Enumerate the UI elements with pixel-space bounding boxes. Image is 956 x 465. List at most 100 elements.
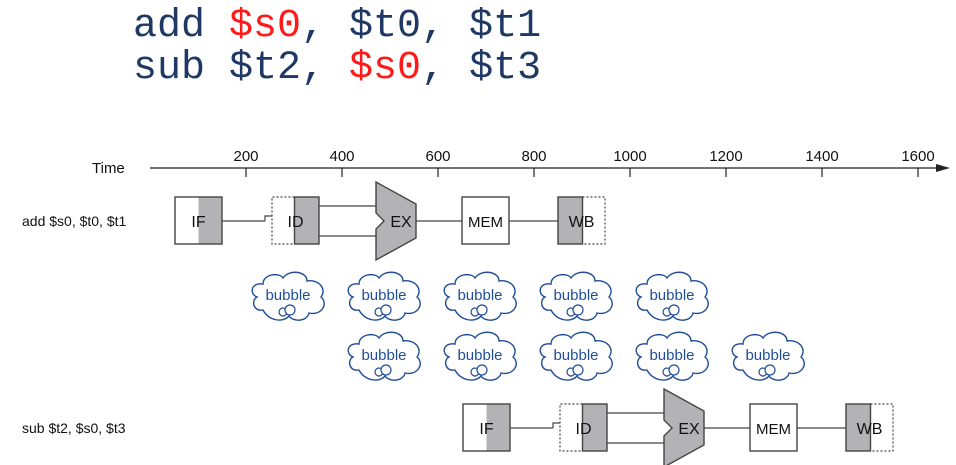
small-bubble-icon	[668, 304, 680, 316]
stage-fill	[486, 404, 510, 451]
cloud-icon	[635, 331, 709, 381]
bubble-label: bubble	[361, 287, 406, 304]
stage-label: MEM	[468, 214, 503, 231]
cloud-icon	[539, 331, 613, 381]
stage-label: MEM	[756, 421, 791, 438]
bubble-stall: bubble	[539, 271, 613, 321]
bubble-stall: bubble	[635, 271, 709, 321]
tick-label: 800	[521, 148, 546, 165]
small-bubble-icon	[380, 364, 392, 376]
stage-label: EX	[390, 214, 412, 231]
cloud-icon	[635, 271, 709, 321]
instruction-label: add $s0, $t0, $t1	[22, 213, 127, 229]
bubbles: bubble bubble bubble bubble bubble bubble bubb…	[251, 271, 805, 381]
tick-label: 1000	[613, 148, 646, 165]
stage-fill	[198, 197, 222, 244]
bubble-stall: bubble	[251, 271, 325, 321]
stage-ex: EX	[663, 387, 705, 465]
stage-label: WB	[857, 421, 883, 438]
axis-label: Time	[92, 160, 125, 177]
bubble-label: bubble	[553, 347, 598, 364]
cloud-icon	[251, 271, 325, 321]
stage-ex: EX	[375, 180, 417, 262]
tick-label: 1400	[805, 148, 838, 165]
stage-fill	[845, 403, 872, 452]
small-bubble-icon	[572, 364, 584, 376]
cloud-icon	[443, 331, 517, 381]
bubble-label: bubble	[649, 287, 694, 304]
alu-shape	[663, 387, 705, 465]
code-token: add	[133, 4, 230, 49]
stage-if: IF	[462, 403, 511, 452]
small-bubble-icon	[764, 364, 776, 376]
stage-label: ID	[288, 214, 304, 231]
bubble-label: bubble	[457, 287, 502, 304]
stage-box-dashed	[271, 196, 295, 245]
register-highlight: $s0	[349, 46, 422, 91]
stage-if: IF	[174, 196, 223, 245]
code-token: , $t3	[421, 46, 542, 91]
bubble-stall: bubble	[347, 271, 421, 321]
axis-arrow-icon	[936, 164, 950, 172]
small-bubble-icon	[476, 364, 488, 376]
bubble-label: bubble	[457, 347, 502, 364]
stage-mem: MEM	[461, 196, 510, 245]
bubble-stall: bubble	[347, 331, 421, 381]
code-line-sub: sub $t2, $s0, $t3	[133, 46, 541, 91]
alu-shape	[375, 180, 417, 262]
stage-box	[749, 403, 798, 452]
stage-box-dashed	[559, 403, 583, 452]
stage-fill	[581, 403, 608, 452]
stage-label: IF	[479, 421, 493, 438]
bubble-label: bubble	[745, 347, 790, 364]
cloud-icon	[347, 331, 421, 381]
stage-fill	[293, 196, 320, 245]
cloud-icon	[539, 271, 613, 321]
stage-wb: WB	[557, 196, 606, 245]
tick-label: 1600	[901, 148, 934, 165]
register-notch	[264, 215, 272, 221]
stage-id: ID	[271, 196, 320, 245]
tick-label: 600	[425, 148, 450, 165]
bubble-stall: bubble	[539, 331, 613, 381]
tick-label: 1200	[709, 148, 742, 165]
stage-box-dashed	[870, 403, 894, 452]
bubble-stall: bubble	[443, 331, 517, 381]
small-bubble-icon	[668, 364, 680, 376]
cloud-icon	[731, 331, 805, 381]
register-highlight: $s0	[229, 4, 302, 49]
cloud-icon	[347, 271, 421, 321]
stage-mem: MEM	[749, 403, 798, 452]
instruction-label: sub $t2, $s0, $t3	[22, 420, 126, 436]
time-axis: Time 200 400 600 800 1000 1200 1400 1600	[92, 148, 950, 177]
code-line-add: add $s0, $t0, $t1	[133, 4, 541, 49]
stage-box-dashed	[582, 196, 606, 245]
stage-label: EX	[678, 421, 700, 438]
bubble-stall: bubble	[731, 331, 805, 381]
cloud-icon	[443, 271, 517, 321]
bubble-label: bubble	[361, 347, 406, 364]
stage-label: ID	[576, 421, 592, 438]
stage-wb: WB	[845, 403, 894, 452]
bubble-label: bubble	[265, 287, 310, 304]
small-bubble-icon	[572, 304, 584, 316]
stage-box	[461, 196, 510, 245]
register-notch	[552, 422, 560, 428]
tick-label: 200	[233, 148, 258, 165]
instruction-row: sub $t2, $s0, $t3 IF ID EX MEM WB	[22, 387, 894, 465]
small-bubble-icon	[284, 304, 296, 316]
stage-fill	[557, 196, 584, 245]
stage-label: IF	[191, 214, 205, 231]
bubble-stall: bubble	[443, 271, 517, 321]
code-token: sub $t2,	[133, 46, 350, 91]
small-bubble-icon	[380, 304, 392, 316]
bubble-stall: bubble	[635, 331, 709, 381]
code-token: , $t0, $t1	[301, 4, 542, 49]
tick-label: 400	[329, 148, 354, 165]
stage-id: ID	[559, 403, 608, 452]
small-bubble-icon	[476, 304, 488, 316]
bubble-label: bubble	[649, 347, 694, 364]
stage-label: WB	[569, 214, 595, 231]
